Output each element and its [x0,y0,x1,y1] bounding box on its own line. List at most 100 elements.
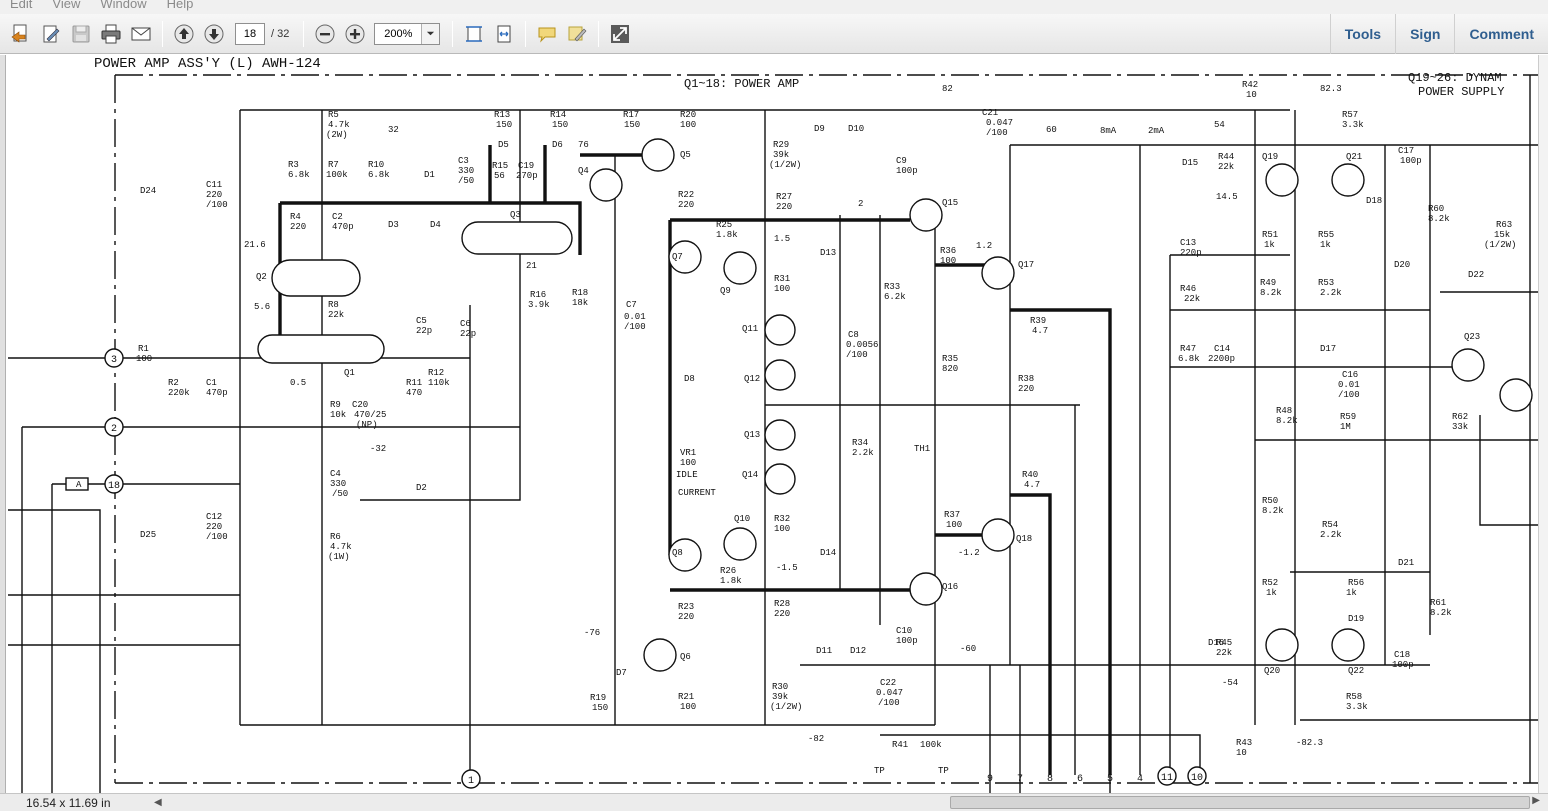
component-label: R21 [678,692,694,702]
component-label: -82.3 [1296,738,1323,748]
create-pdf-icon[interactable] [6,19,36,49]
component-label: 8.2k [1260,288,1282,298]
component-label: Q7 [672,252,683,262]
document-view[interactable]: 3 2 18 1 9 7 8 6 5 4 11 10 POWER AMP ASS… [0,55,1548,793]
component-label: 100 [680,702,696,712]
component-label: 470p [206,388,228,398]
terminal-11: 11 [1161,773,1173,784]
component-label: R16 [530,290,546,300]
toolbar-separator [303,20,305,47]
component-label: D25 [140,530,156,540]
component-label: Q14 [742,470,758,480]
component-label: 8mA [1100,126,1117,136]
edit-icon[interactable] [36,19,66,49]
component-label: 82 [942,84,953,94]
component-label: 32 [388,125,399,135]
component-label: R14 [550,110,566,120]
component-label: Q22 [1348,666,1364,676]
component-label: 100k [326,170,348,180]
component-label: C19 [518,161,534,171]
component-label: R23 [678,602,694,612]
component-label: 220 [206,522,222,532]
zoom-combobox[interactable] [374,22,441,45]
component-label: 100 [946,520,962,530]
component-label: R36 [940,246,956,256]
component-label: 8.2k [1428,214,1450,224]
next-page-icon[interactable] [199,19,229,49]
fit-page-icon[interactable] [459,19,489,49]
component-label: R42 [1242,80,1258,90]
component-label: 3.3k [1346,702,1368,712]
component-label: 1.8k [720,576,742,586]
comment-button[interactable]: Comment [1454,14,1548,54]
status-bar: 16.54 x 11.69 in ◀ ▶ [0,793,1548,811]
component-label: D3 [388,220,399,230]
component-label: C11 [206,180,222,190]
component-label: R20 [680,110,696,120]
document-left-gutter [0,55,6,793]
comment-icon[interactable] [532,19,562,49]
menu-view[interactable]: View [52,0,81,11]
previous-page-icon[interactable] [169,19,199,49]
component-label: Q8 [672,548,683,558]
component-label: 100 [774,284,790,294]
component-label: D16 [1208,638,1224,648]
component-label: D24 [140,186,156,196]
component-label: C21 [982,108,998,118]
component-label: 100k [920,740,942,750]
component-labels: R54.7k(2W)R13150R14150R17150R201003276Q5… [76,80,1516,776]
horizontal-scroll-thumb[interactable] [950,796,1530,809]
component-label: 56 [494,171,505,181]
component-label: -32 [370,444,386,454]
save-icon[interactable] [66,19,96,49]
component-label: 150 [496,120,512,130]
component-label: (2W) [326,130,348,140]
menu-window[interactable]: Window [100,0,147,11]
component-label: C13 [1180,238,1196,248]
component-label: 4.7 [1024,480,1040,490]
sign-button[interactable]: Sign [1395,14,1454,54]
component-label: Q17 [1018,260,1034,270]
component-label: /100 [878,698,900,708]
component-label: R26 [720,566,736,576]
component-label: 22k [1184,294,1200,304]
component-label: Q19 [1262,152,1278,162]
component-label: R31 [774,274,790,284]
zoom-input[interactable] [375,23,422,44]
fit-width-icon[interactable] [489,19,519,49]
component-label: R19 [590,693,606,703]
component-label: 6.8k [1178,354,1200,364]
component-label: R13 [494,110,510,120]
zoom-in-icon[interactable] [340,19,370,49]
component-label: CURRENT [678,488,716,498]
page-number-input[interactable] [235,22,265,45]
menu-edit[interactable]: Edit [10,0,33,11]
component-label: IDLE [676,470,698,480]
vertical-scrollbar[interactable] [1538,55,1548,793]
toolbar-separator [452,20,454,47]
page-total: / 32 [271,27,290,40]
component-label: R4 [290,212,301,222]
horizontal-scrollbar[interactable] [170,796,1530,809]
component-label: 60 [1046,125,1057,135]
component-label: 4.7 [1032,326,1048,336]
component-label: D20 [1394,260,1410,270]
chevron-down-icon[interactable] [421,23,440,44]
expand-icon[interactable] [605,19,635,49]
scroll-left-icon[interactable]: ◀ [154,797,162,808]
component-label: C6 [460,319,471,329]
zoom-out-icon[interactable] [310,19,340,49]
print-icon[interactable] [96,19,126,49]
tools-button[interactable]: Tools [1329,14,1395,54]
component-label: R8 [328,300,339,310]
menu-help[interactable]: Help [166,0,194,11]
component-label: R47 [1180,344,1196,354]
component-label: 39k [773,150,789,160]
email-icon[interactable] [126,19,156,49]
component-label: D4 [430,220,441,230]
component-label: 470/25 [354,410,386,420]
component-label: R9 [330,400,341,410]
highlight-icon[interactable] [562,19,592,49]
terminal-9: 9 [987,774,993,785]
scroll-right-icon[interactable]: ▶ [1532,795,1540,806]
